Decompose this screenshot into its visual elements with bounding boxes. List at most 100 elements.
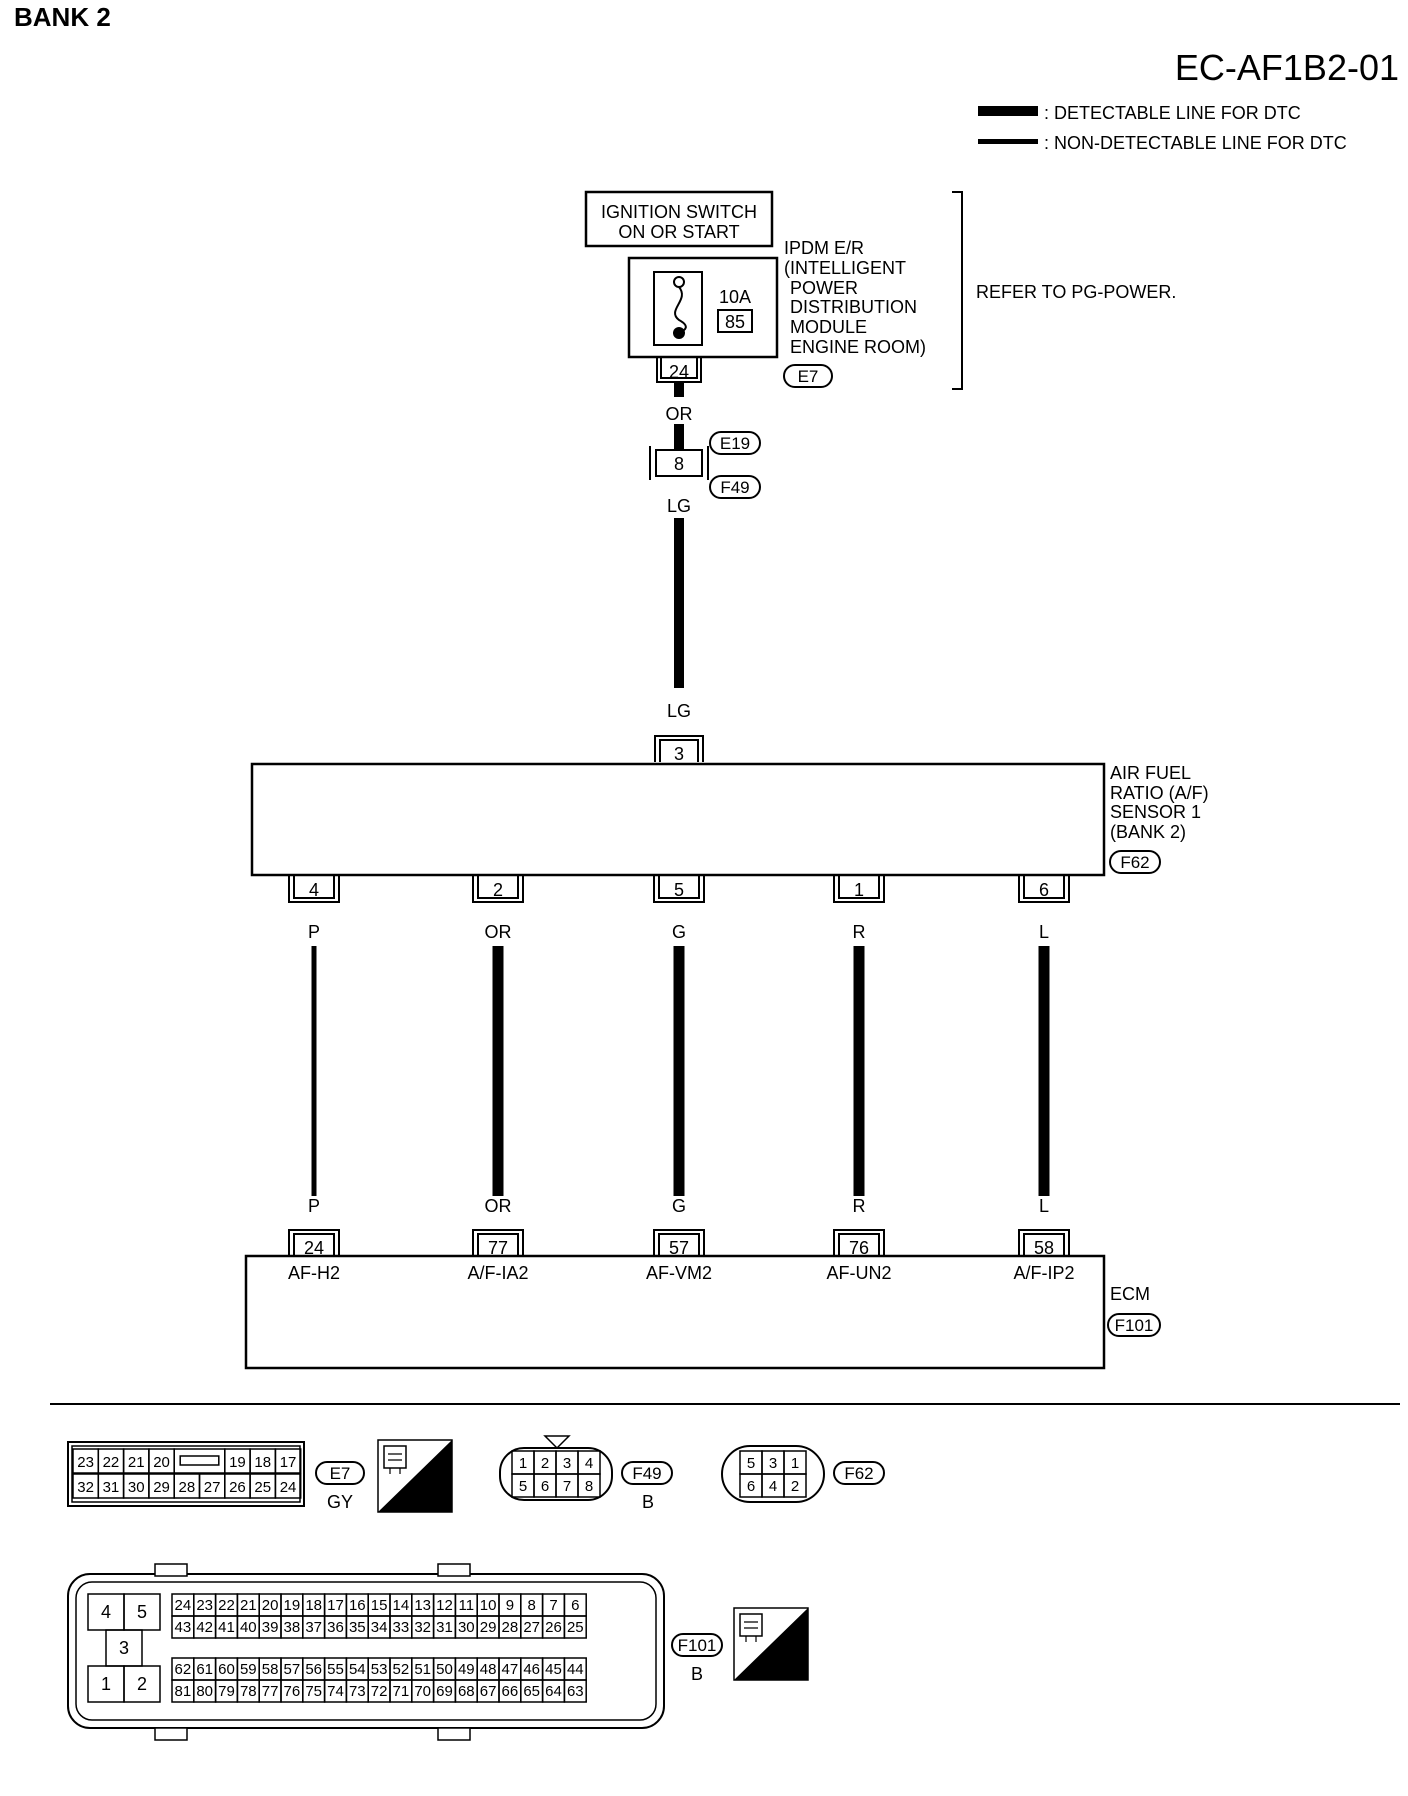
f49-pin-4: 4 (585, 1455, 593, 1472)
connector-tag-e19 (709, 431, 761, 455)
hs-label: H.S. (407, 1487, 446, 1509)
f101-pin-36: 36 (327, 1619, 344, 1636)
connector-tag-e7 (783, 364, 833, 388)
wire-af-vm2 (673, 946, 685, 1196)
f101-pin-52: 52 (393, 1661, 410, 1678)
f101-pin-16: 16 (349, 1597, 366, 1614)
ignition-switch-label-2: ON OR START (618, 222, 739, 242)
e7-lock-cell (173, 1448, 226, 1474)
sensor-terminal-bracket (472, 876, 524, 903)
e7-pin-31: 31 (103, 1479, 120, 1496)
ipdm-terminal-label: 24 (669, 362, 689, 382)
hs-pin-glyph (388, 1453, 402, 1474)
f101-pin-24: 24 (175, 1597, 192, 1614)
supply-wire-upper (674, 382, 684, 397)
ipdm-label-4: DISTRIBUTION (790, 297, 917, 317)
f101-pin-51: 51 (414, 1661, 431, 1678)
f101-pin-47: 47 (502, 1661, 519, 1678)
hs-pin-glyph (744, 1621, 758, 1642)
e7-pin-18: 18 (254, 1454, 271, 1471)
f62-outer (721, 1445, 825, 1503)
f62-pin-6: 6 (747, 1478, 755, 1495)
wire-color-bottom: G (672, 1196, 686, 1216)
ecm-terminal-77: 77 (488, 1238, 508, 1258)
fuse-holder (653, 271, 703, 346)
f49-pin-2: 2 (541, 1455, 549, 1472)
ipdm-label-1: IPDM E/R (784, 238, 864, 258)
f101-pin-56: 56 (305, 1661, 322, 1678)
f101-pin-26: 26 (545, 1619, 562, 1636)
f101-pin-17: 17 (327, 1597, 344, 1614)
f101-inner (75, 1581, 657, 1721)
f101-pin-40: 40 (240, 1619, 257, 1636)
connector-tag-f49-label: F49 (720, 478, 749, 497)
f101-pin-cell (563, 1679, 587, 1703)
f101-pin-39: 39 (262, 1619, 279, 1636)
wire-color-bottom: L (1039, 1196, 1049, 1216)
f101-power-pin-4: 4 (101, 1602, 111, 1622)
f49-pin-1: 1 (519, 1455, 527, 1472)
f101-pin-66: 66 (502, 1683, 519, 1700)
hs-connector-glyph (383, 1445, 407, 1469)
f101-pin-71: 71 (393, 1683, 410, 1700)
f49-tag-label: F49 (632, 1464, 661, 1483)
f101-pin-67: 67 (480, 1683, 497, 1700)
e7-pin-23: 23 (77, 1454, 94, 1471)
f101-pin-74: 74 (327, 1683, 344, 1700)
sensor-terminal-4: 4 (309, 880, 319, 900)
f62-pin-5: 5 (747, 1455, 755, 1472)
f101-pin-6: 6 (571, 1597, 579, 1614)
f101-pin-37: 37 (305, 1619, 322, 1636)
f101-pin-79: 79 (218, 1683, 235, 1700)
joint-terminal: 8 (674, 454, 684, 474)
f101-pin-30: 30 (458, 1619, 475, 1636)
ipdm-label-5: MODULE (790, 317, 867, 337)
supply-wire: OR 8 E19 F49 LG LG 3 (649, 382, 761, 764)
f101-pin-19: 19 (284, 1597, 301, 1614)
f49-pin-cell (577, 1473, 601, 1498)
connector-tag-f49 (709, 475, 761, 499)
e7-pin-cell (274, 1473, 302, 1499)
ecm-signal-label: A/F-IA2 (467, 1263, 528, 1283)
e7-pin-28: 28 (179, 1479, 196, 1496)
f49-color: B (642, 1492, 654, 1512)
f49-pin-8: 8 (585, 1478, 593, 1495)
ecm-terminal-bracket (472, 1229, 524, 1256)
hs-black-triangle (378, 1440, 452, 1512)
legend-thin-line (978, 139, 1038, 144)
f101-pin-8: 8 (528, 1597, 536, 1614)
connector-tag-e19-label: E19 (720, 434, 750, 453)
f49-tag-oval (621, 1461, 673, 1485)
wire-color-top: P (308, 922, 320, 942)
f101-pin-50: 50 (436, 1661, 453, 1678)
ecm-terminal-bracket (1018, 1229, 1070, 1256)
ecm-terminal-57: 57 (669, 1238, 689, 1258)
sensor-terminal-3-bracket (654, 735, 704, 762)
f49-pin-5: 5 (519, 1478, 527, 1495)
ecm-box (244, 1254, 1106, 1370)
supply-wire-mid (674, 424, 684, 450)
legend-thick-line (978, 106, 1038, 116)
f101-tag-oval (671, 1633, 723, 1657)
fuse-number: 85 (725, 312, 745, 332)
f101-pin-55: 55 (327, 1661, 344, 1678)
ecm-terminal-24: 24 (304, 1238, 324, 1258)
ecm-signal-label: AF-UN2 (826, 1263, 891, 1283)
f101-power-pin-2: 2 (137, 1674, 147, 1694)
ipdm-label-2: (INTELLIGENT (784, 258, 906, 278)
f101-hs-icon: H.S. (733, 1607, 809, 1681)
f101-pin-31: 31 (436, 1619, 453, 1636)
ecm-signal-label: A/F-IP2 (1013, 1263, 1074, 1283)
wire-color-bottom: R (853, 1196, 866, 1216)
f101-pin-75: 75 (305, 1683, 322, 1700)
joint-connector-brackets (649, 446, 709, 480)
ignition-switch: IGNITION SWITCH ON OR START (584, 190, 774, 248)
e7-pin-20: 20 (153, 1454, 170, 1471)
f101-pin-61: 61 (196, 1661, 213, 1678)
ecm-terminal-bracket (833, 1229, 885, 1256)
wire-color-bottom: P (308, 1196, 320, 1216)
sensor-terminal-1: 1 (854, 880, 864, 900)
hs-label: H.S. (763, 1655, 802, 1677)
